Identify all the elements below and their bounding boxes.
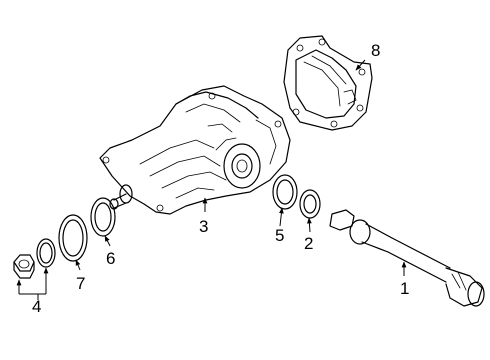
seal-part-5: [272, 174, 298, 210]
callout-3: 3: [199, 217, 208, 236]
callout-1: 1: [400, 279, 409, 298]
callout-8: 8: [371, 41, 380, 60]
ring-part-2: [299, 189, 321, 219]
differential-housing-part: [99, 85, 291, 215]
callout-4: 4: [32, 297, 41, 316]
washer-part: [36, 238, 56, 268]
drive-shaft-part: [329, 209, 485, 307]
callout-6: 6: [106, 249, 115, 268]
leader-lines: [16, 59, 407, 300]
callout-5: 5: [275, 226, 284, 245]
rear-cover-part: [283, 35, 373, 131]
seal-part-7: [58, 214, 88, 262]
callout-2: 2: [304, 234, 313, 253]
seal-part-6: [90, 197, 116, 237]
nut-part: [13, 254, 35, 279]
callout-7: 7: [76, 274, 85, 293]
